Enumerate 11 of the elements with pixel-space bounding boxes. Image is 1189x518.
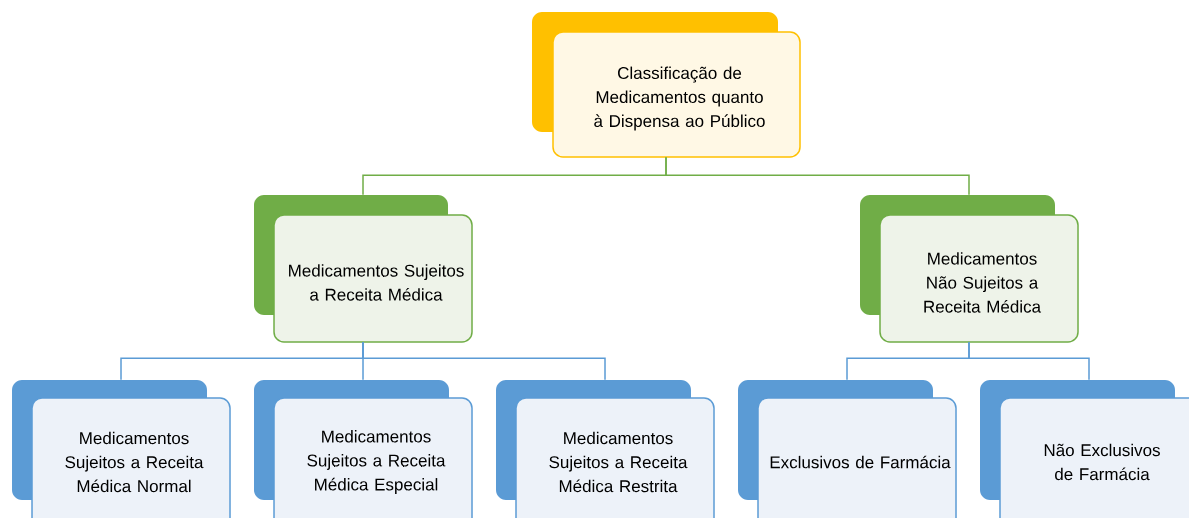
connector-line <box>362 341 606 381</box>
org-chart-box: Não Exclusivos de Farmácia <box>980 380 1189 518</box>
org-chart-box: Classificação de Medicamentos quanto à Dispensa ao Público <box>532 12 801 158</box>
connector-line <box>665 156 970 196</box>
org-chart-box: Medicamentos Sujeitos a Receita Médica Normal <box>12 380 231 518</box>
org-chart-box: Medicamentos Sujeitos a Receita Médica Especial <box>254 380 473 518</box>
org-chart-box: Medicamentos Sujeitos a Receita Médica Restrita <box>496 380 715 518</box>
org-chart-box: Medicamentos Não Sujeitos a Receita Médica <box>860 195 1079 343</box>
org-chart-box: Exclusivos de Farmácia <box>738 380 957 518</box>
org-chart-box: Medicamentos Sujeitos a Receita Médica <box>254 195 473 343</box>
connector-line <box>968 341 1090 381</box>
